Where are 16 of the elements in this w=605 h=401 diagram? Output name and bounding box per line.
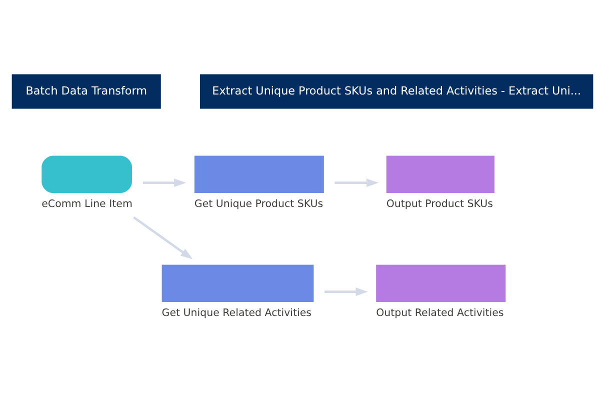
node-box	[162, 264, 314, 302]
label: Extract Unique Product SKUs and Related Activities - Extract Uni...	[212, 84, 582, 98]
arrow	[334, 178, 379, 188]
arrow	[133, 216, 193, 260]
node-label: Output Related Activities	[376, 306, 504, 319]
node-label: eComm Line Item	[42, 198, 132, 210]
node-label: Get Unique Related Activities	[162, 306, 312, 319]
arrow	[142, 178, 186, 188]
node-box	[376, 264, 506, 302]
node-box	[42, 156, 132, 194]
node-box	[194, 156, 324, 194]
arrow	[324, 288, 368, 296]
label: Batch Data Transform	[26, 84, 148, 98]
node-box	[386, 156, 494, 194]
node-label: Get Unique Product SKUs	[194, 198, 324, 210]
node-label: Output Product SKUs	[386, 198, 494, 210]
